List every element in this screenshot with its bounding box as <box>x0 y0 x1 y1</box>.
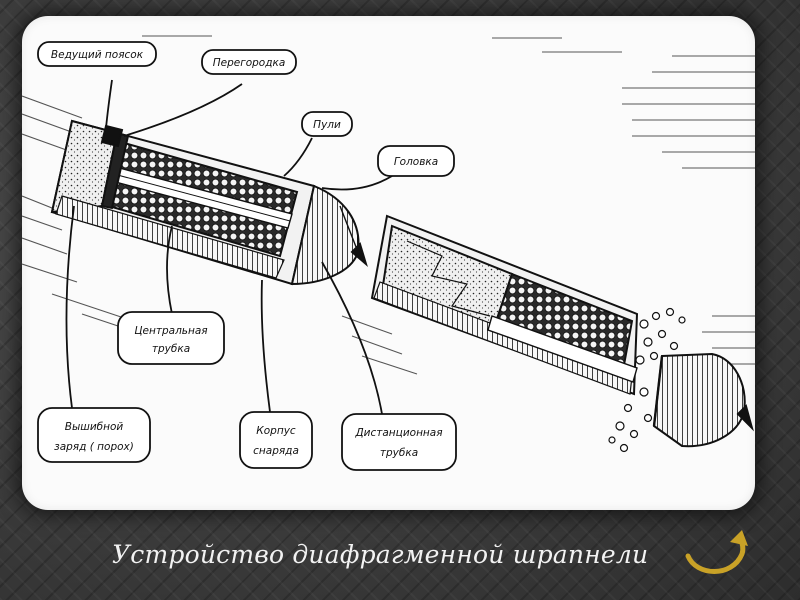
label-central-tube-line2: трубка <box>152 343 190 355</box>
label-ejector-charge-line1: Вышибной <box>65 421 124 433</box>
label-ejector-charge-line2: заряд ( порох) <box>54 441 134 453</box>
label-body-line1: Корпус <box>256 425 296 437</box>
return-button[interactable] <box>682 530 754 580</box>
label-central-tube-line1: Центральная <box>134 325 207 337</box>
shell-bursting <box>370 214 754 453</box>
shrapnel-diagram: Ведущий поясок Перегородка Пули Головка … <box>22 35 755 471</box>
label-fuze-tube-line1: Дистанционная <box>354 427 442 439</box>
label-bullets: Пули <box>313 119 341 131</box>
slide-caption: Устройство диафрагменной шрапнели <box>112 540 649 569</box>
label-body-line2: снаряда <box>253 445 299 457</box>
label-fuze-tube-line2: трубка <box>380 447 418 459</box>
curved-return-arrow-icon <box>685 530 748 574</box>
shell-intact <box>50 119 368 286</box>
diagram-panel: Ведущий поясок Перегородка Пули Головка … <box>22 16 755 510</box>
label-leading-band: Ведущий поясок <box>51 49 144 61</box>
callouts <box>37 41 457 471</box>
label-head: Головка <box>394 156 438 168</box>
label-partition: Перегородка <box>213 57 286 69</box>
